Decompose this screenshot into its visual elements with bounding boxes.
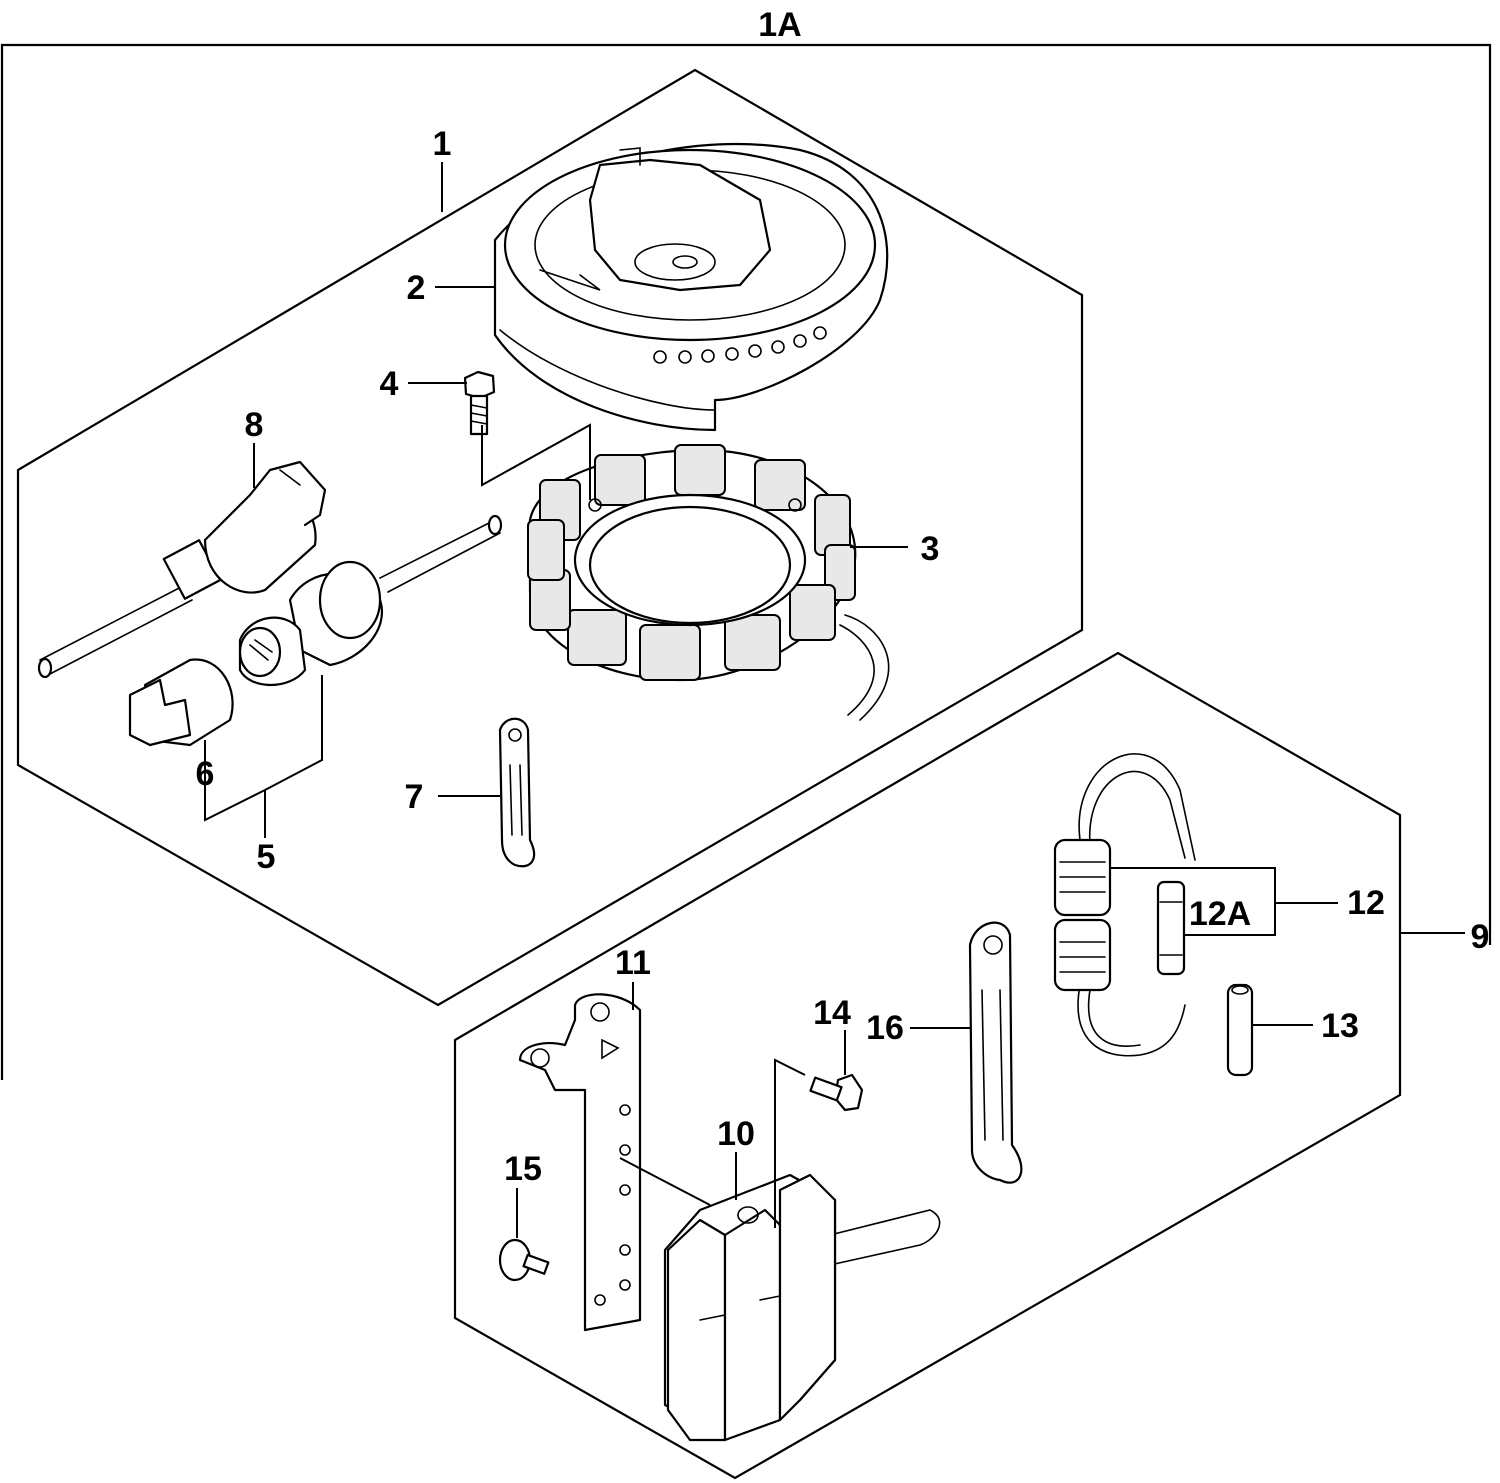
callout-14: 14 xyxy=(813,994,851,1032)
callout-12A: 12A xyxy=(1189,895,1251,933)
callout-11: 11 xyxy=(615,944,651,982)
callout-5: 5 xyxy=(257,838,276,876)
bolt-part-4 xyxy=(463,370,496,436)
callout-1A: 1A xyxy=(758,6,801,44)
sleeve-part-13 xyxy=(1226,983,1254,1077)
plug-part-6 xyxy=(128,658,234,747)
callout-8: 8 xyxy=(245,406,264,444)
strap-part-16 xyxy=(968,921,1023,1184)
callout-12: 12 xyxy=(1347,884,1385,922)
assembly-1A-bracket xyxy=(0,43,1492,1080)
stator-coils xyxy=(527,444,856,681)
callout-1: 1 xyxy=(433,125,452,163)
callout-7: 7 xyxy=(405,778,424,816)
callout-9: 9 xyxy=(1471,918,1490,956)
connector-part-5 xyxy=(238,514,503,687)
callout-16: 16 xyxy=(866,1009,904,1047)
screw-part-14 xyxy=(809,1073,864,1112)
callout-2: 2 xyxy=(407,269,426,307)
callout-13: 13 xyxy=(1321,1007,1359,1045)
flywheel-part xyxy=(493,142,889,432)
fuse-part-12A xyxy=(1156,880,1186,976)
rectifier-part-10 xyxy=(663,1173,941,1442)
stator-part xyxy=(527,444,890,721)
flywheel-holes xyxy=(653,326,827,364)
connector-part-8 xyxy=(37,460,327,679)
kit-1-group-outline xyxy=(16,68,1084,1007)
leader-lines xyxy=(204,162,1465,1238)
callout-3: 3 xyxy=(921,530,940,568)
rectifier-fins xyxy=(666,1173,837,1442)
callout-6: 6 xyxy=(196,755,215,793)
fuse-holder-part-12 xyxy=(1053,753,1196,1057)
callout-10: 10 xyxy=(717,1115,755,1153)
callout-4: 4 xyxy=(380,365,399,403)
kit-9-group-outline xyxy=(453,651,1402,1480)
callout-labels: 1A 1 2 3 4 5 6 7 8 9 10 11 12 12A 13 14 … xyxy=(196,6,1490,1188)
strap-part-7 xyxy=(498,717,536,868)
callout-15: 15 xyxy=(504,1150,542,1188)
bracket-part-11 xyxy=(518,993,642,1332)
stud-part-15 xyxy=(498,1238,550,1282)
